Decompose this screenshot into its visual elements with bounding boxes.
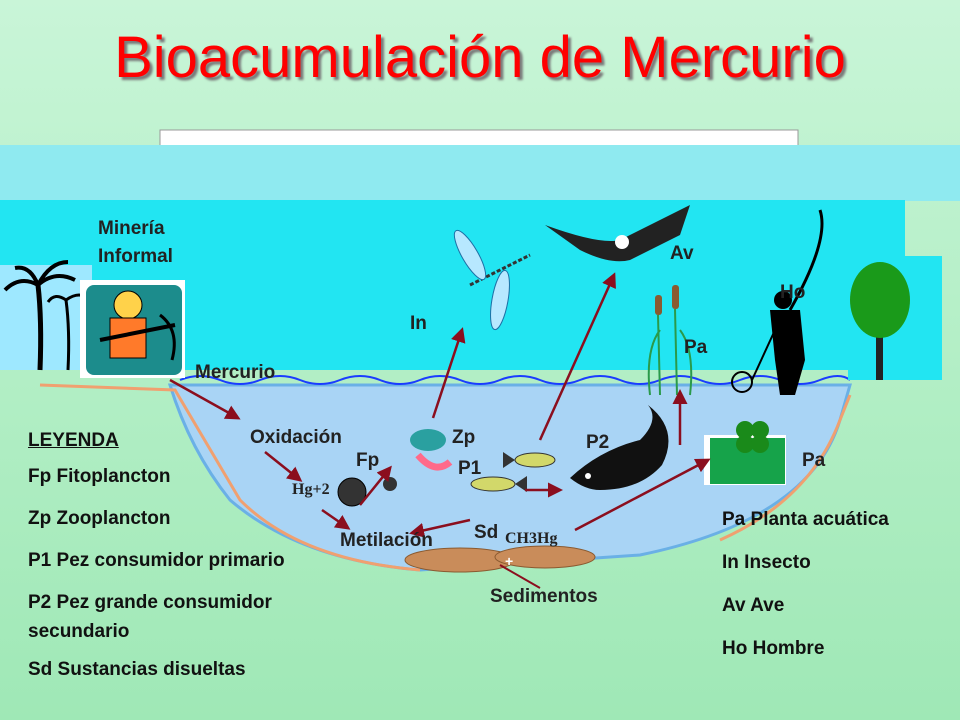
p1-fish-icon: [470, 476, 527, 492]
eagle-icon: [545, 205, 690, 262]
arrow-fish-av: [538, 272, 616, 441]
legend-right: Pa Planta acuática In Insecto Av Ave Ho …: [722, 505, 889, 663]
label-pa-right: Pa: [802, 450, 826, 471]
miner-icon: [80, 280, 185, 378]
label-zp: Zp: [452, 427, 476, 448]
palm-tree-icon: [3, 260, 92, 371]
label-pa-top: Pa: [684, 337, 708, 358]
legend-item-p2-cont: secundario: [28, 621, 130, 642]
phytoplankton-icon: [337, 477, 367, 507]
arrow-to-methylation: [321, 508, 351, 530]
shore-left: [39, 383, 421, 572]
label-sedimentos: Sedimentos: [490, 586, 598, 607]
label-metilacion: Metilación: [340, 530, 433, 551]
legend-item-sd: Sd Sustancias disueltas: [28, 659, 246, 680]
arrow-oxidation: [264, 451, 303, 482]
label-mercurio: Mercurio: [195, 362, 276, 383]
big-fish-icon: [570, 405, 669, 490]
phytoplankton-small-icon: [383, 477, 397, 491]
arrow-sd-pa: [574, 458, 711, 532]
label-sd: Sd: [474, 522, 499, 543]
line-sediment: [499, 564, 541, 589]
legend-left: LEYENDA Fp Fitoplancton Zp Zooplancton P…: [28, 426, 285, 684]
label-in: In: [410, 313, 427, 334]
label-fp: Fp: [356, 450, 380, 471]
label-plus: +: [505, 553, 514, 569]
legend-item-av: Av Ave: [722, 595, 785, 616]
arrow-fp-zp: [359, 465, 392, 506]
legend-heading: LEYENDA: [28, 430, 119, 451]
legend-item-p1: P1 Pez consumidor primario: [28, 550, 285, 571]
arrow-mining-water: [169, 378, 241, 420]
label-av: Av: [670, 243, 694, 264]
tree-icon: [850, 262, 910, 380]
small-fish-icon: [503, 452, 556, 468]
shrimp-icon: [410, 429, 453, 471]
legend-item-in: In Insecto: [722, 552, 811, 573]
legend-item-p2: P2 Pez grande consumidor: [28, 592, 272, 613]
legend-item-pa: Pa Planta acuática: [722, 509, 889, 530]
legend-item-zp: Zp Zooplancton: [28, 508, 171, 529]
label-mining-informal: Informal: [98, 246, 173, 267]
label-ho: Ho: [780, 282, 806, 303]
sky-upper: [0, 145, 960, 201]
label-p2: P2: [586, 432, 610, 453]
arrow-zp-in: [431, 327, 466, 419]
label-hg: Hg+2: [292, 481, 330, 498]
page-title: Bioacumulación de Mercurio: [114, 25, 846, 90]
arrow-sd-methylation: [409, 518, 471, 538]
label-ch3hg: CH3Hg: [505, 530, 558, 547]
clover-icon: [704, 421, 786, 485]
water-surface: [179, 375, 851, 385]
cattail-icon: [647, 285, 693, 396]
label-p1: P1: [458, 458, 482, 479]
shore-right: [719, 394, 852, 542]
dragonfly-icon: [453, 229, 531, 331]
legend-item-fp: Fp Fitoplancton: [28, 466, 171, 487]
label-oxidacion: Oxidación: [250, 427, 342, 448]
legend-item-ho: Ho Hombre: [722, 638, 825, 659]
fisherman-icon: [731, 209, 824, 395]
label-mining: Minería: [98, 218, 165, 239]
sediment-right: [494, 545, 596, 569]
